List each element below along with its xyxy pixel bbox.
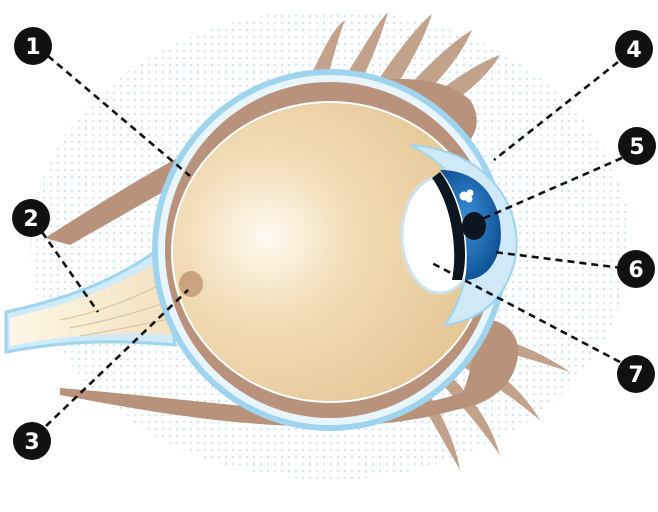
callout-7: 7	[617, 355, 655, 393]
svg-text:1: 1	[25, 35, 40, 60]
svg-text:4: 4	[626, 38, 641, 63]
optic-disc	[179, 271, 203, 297]
callout-1: 1	[14, 27, 52, 65]
callout-2: 2	[12, 199, 50, 237]
callout-6: 6	[617, 250, 655, 288]
svg-text:5: 5	[629, 135, 644, 160]
callout-4: 4	[615, 30, 653, 68]
svg-text:7: 7	[628, 363, 643, 388]
svg-text:3: 3	[24, 430, 39, 455]
svg-text:6: 6	[628, 258, 643, 283]
callout-3: 3	[13, 422, 51, 460]
pupil	[462, 212, 486, 240]
callout-5: 5	[618, 127, 656, 165]
svg-text:2: 2	[23, 207, 38, 232]
